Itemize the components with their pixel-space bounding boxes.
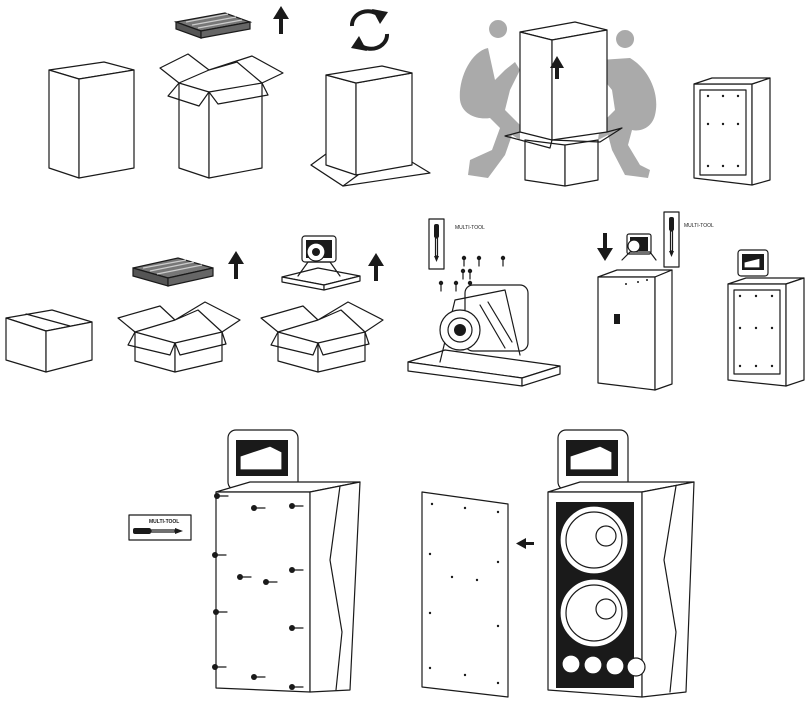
multi-tool-card-c: MULTI-TOOL [128,514,192,541]
open-box-with-horn [260,301,384,373]
screw-icon [289,684,304,690]
screw-icon [212,664,227,670]
up-arrow-icon [368,253,384,281]
closed-tall-box [48,61,135,179]
down-arrow-icon [597,233,613,261]
screw-icon [213,609,228,615]
back-panel-screws [212,493,304,690]
closed-wide-box [5,309,93,373]
screw-icon [237,574,252,580]
horn-on-tray-large [407,284,561,387]
cabinet-closed [597,269,673,391]
screw-icon [251,505,266,511]
screw-icon [461,255,467,267]
screw-icon [500,255,506,267]
speaker-back-with-screws [215,429,361,693]
left-arrow-icon [516,538,534,549]
multi-tool-label: MULTI-TOOL [455,225,485,231]
open-tall-box [159,53,284,179]
screw-icon [453,280,459,292]
screw-icon [460,268,466,280]
screw-icon [289,625,304,631]
person-right [583,30,657,178]
screws-group [438,255,506,292]
speaker-with-horn-back [727,249,805,387]
screw-icon [476,255,482,267]
up-arrow-icon [273,6,289,34]
screw-icon [289,567,304,573]
person-left [459,20,520,178]
screw-icon [214,493,229,499]
speaker-front-open [547,429,695,698]
open-wide-box [117,301,241,373]
multi-tool-card-b: MULTI-TOOL [663,211,714,268]
lifted-box-with-speaker [504,21,623,187]
inverted-box [310,65,431,187]
lid-insert [173,12,253,39]
screw-icon [438,280,444,292]
foam-insert [132,257,214,287]
multi-tool-card-a: MULTI-TOOL [428,218,485,270]
rotate-icon [350,9,389,51]
up-arrow-icon [228,251,244,279]
removed-back-panel [421,491,509,698]
screw-icon [263,579,278,585]
horn-small-10 [621,233,657,261]
small-horn-on-tray [281,235,361,291]
up-arrow-icon [550,56,564,79]
multi-tool-label: MULTI-TOOL [149,519,179,525]
screw-icon [251,674,266,680]
speaker-cabinet-back [693,77,771,186]
screw-icon [289,503,304,509]
screw-icon [212,552,227,558]
multi-tool-label: MULTI-TOOL [684,223,714,229]
screw-icon [467,268,473,280]
